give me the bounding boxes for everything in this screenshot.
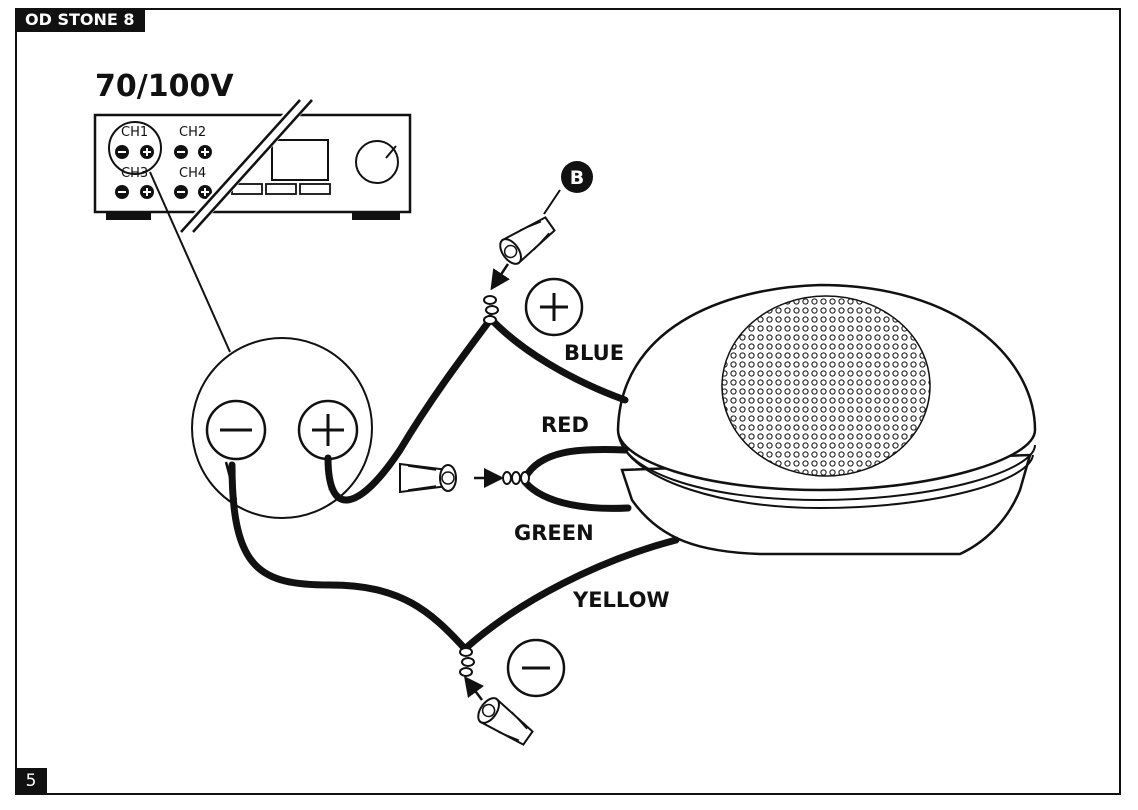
blue-label: BLUE: [564, 341, 624, 365]
plus-lead: [324, 316, 494, 504]
green-label: GREEN: [514, 521, 594, 545]
blue-wire: [486, 314, 629, 404]
blue-junction-twist: [483, 295, 499, 325]
arrow-top-icon: [490, 263, 510, 291]
ch1-highlight: [108, 121, 162, 175]
amp-display: [271, 139, 329, 181]
red-green-junction-twist: [502, 471, 530, 485]
arrow-bottom-icon: [464, 676, 484, 701]
page-number: 5: [15, 768, 47, 795]
yellow-junction-twist: [459, 647, 475, 677]
amp-slash: [180, 95, 313, 237]
speaker: [616, 283, 1037, 556]
wire-nut-top-icon: [499, 216, 556, 265]
ch4-label: CH4: [179, 166, 206, 181]
minus-polarity-icon: [506, 638, 566, 698]
ch2-label: CH2: [179, 125, 206, 140]
zoom-leader: [149, 171, 231, 353]
page-frame: [15, 8, 1121, 795]
minus-lead: [228, 461, 470, 654]
red-wire: [521, 445, 629, 482]
product-tab: OD STONE 8: [15, 8, 145, 32]
amplifier: CH1 CH2 CH3 CH4: [93, 113, 412, 220]
voltage-label: 70/100V: [95, 69, 234, 104]
red-label: RED: [541, 413, 589, 437]
callout-b: B: [543, 161, 593, 215]
speaker-grille: [721, 295, 931, 477]
terminal-zoom: [191, 337, 373, 519]
yellow-wire: [462, 536, 680, 652]
twisted-junctions: [459, 295, 530, 677]
yellow-label: YELLOW: [572, 588, 670, 612]
wire-nut-middle-icon: [399, 462, 457, 494]
plus-polarity-icon: [524, 277, 584, 337]
wire-nut-bottom-icon: [477, 697, 534, 746]
wires: [228, 314, 680, 654]
volume-knob-icon: [355, 140, 399, 184]
callout-b-label: B: [570, 167, 584, 189]
ch1-label: CH1: [121, 125, 148, 140]
green-wire: [521, 478, 632, 512]
